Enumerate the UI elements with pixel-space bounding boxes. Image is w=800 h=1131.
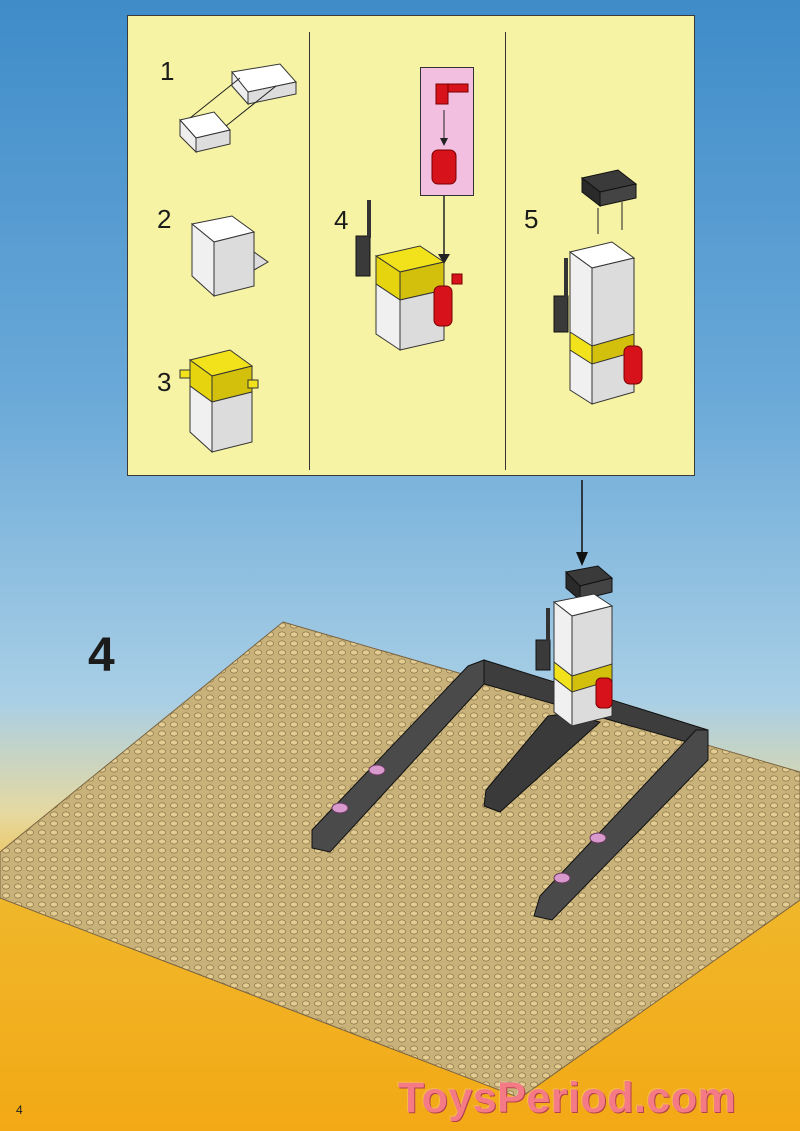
panel-divider — [309, 32, 310, 470]
step5-bricks — [553, 169, 643, 405]
step3-bricks — [179, 349, 259, 454]
step4-bricks — [355, 200, 463, 351]
step-number-5: 5 — [524, 204, 539, 234]
step-number-1: 1 — [160, 56, 175, 86]
watermark: ToysPeriod.com — [398, 1074, 737, 1122]
main-step-number: 4 — [88, 629, 115, 682]
step-number-3: 3 — [157, 367, 172, 397]
baseplate — [0, 621, 800, 1099]
page-number: 4 — [16, 1103, 23, 1117]
tower-assembly — [535, 565, 614, 728]
step-number-2: 2 — [157, 204, 172, 234]
panel-divider — [505, 32, 506, 470]
step-number-4: 4 — [334, 205, 349, 235]
step2-bricks — [190, 215, 269, 298]
step1-bricks — [179, 63, 297, 154]
extinguisher-parts — [431, 83, 469, 264]
